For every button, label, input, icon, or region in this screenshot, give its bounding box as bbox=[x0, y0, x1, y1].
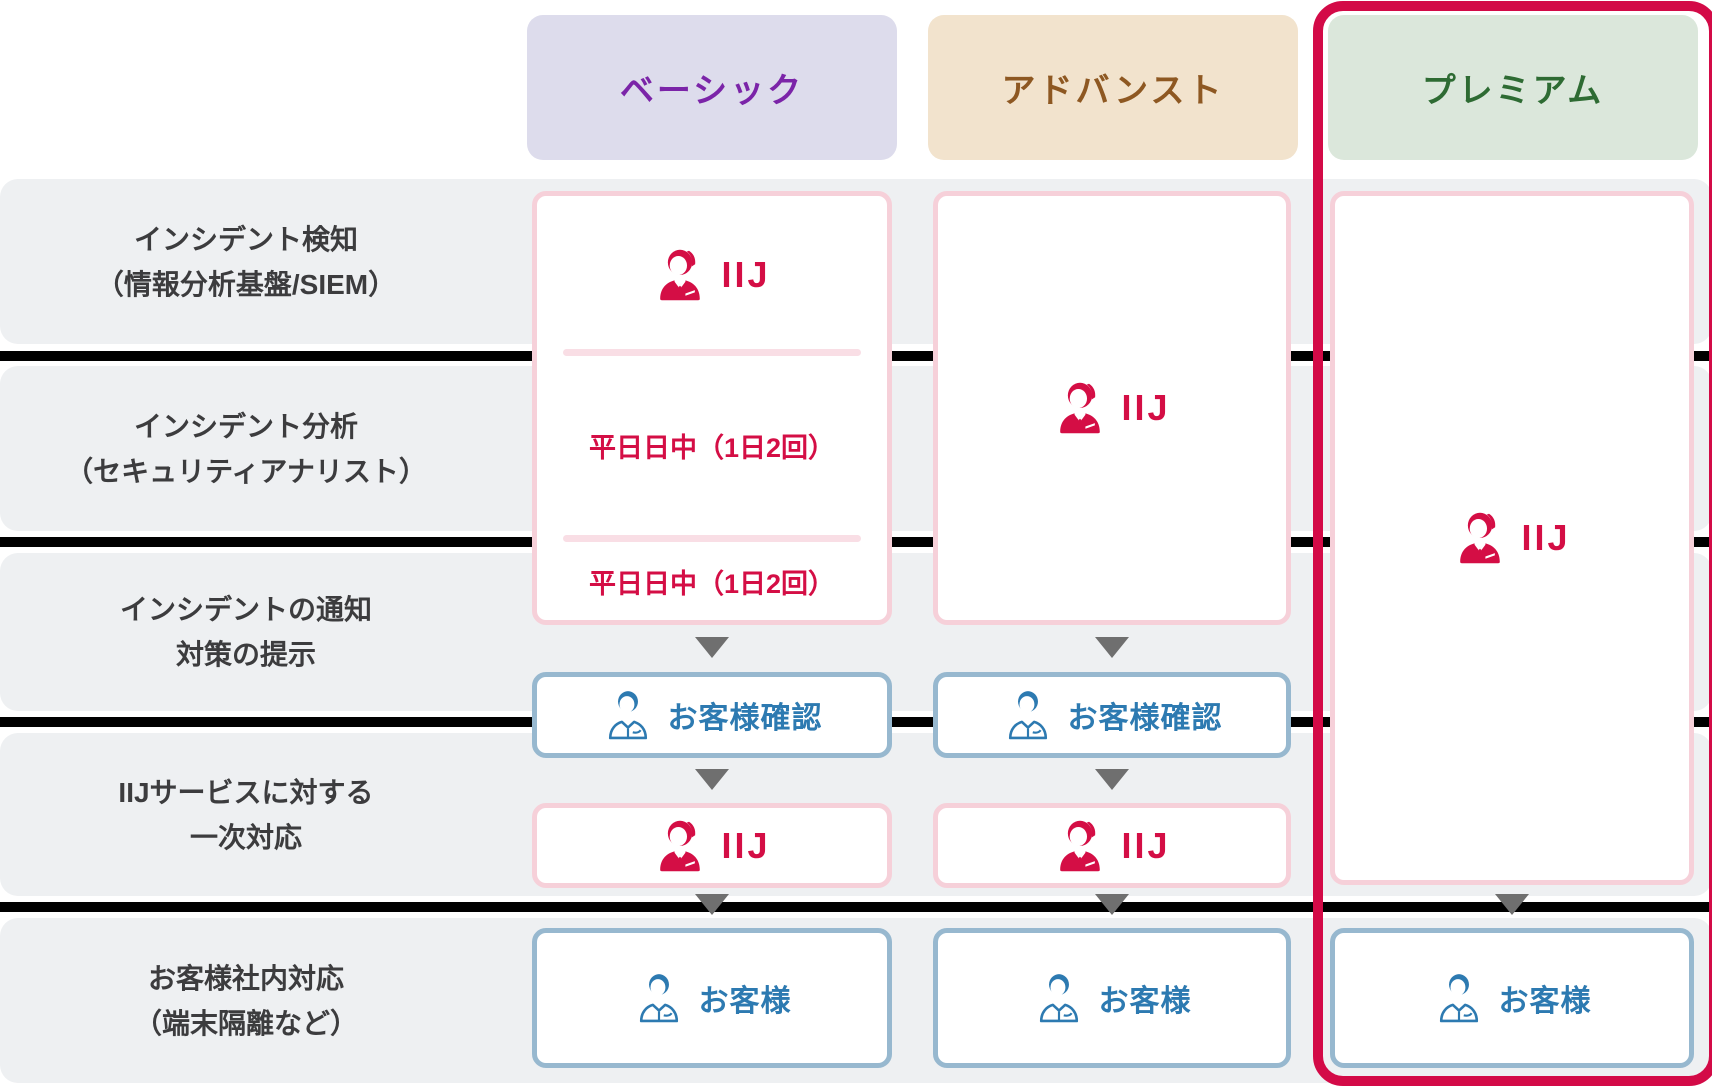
row-label-first-response: IIJサービスに対する 一次対応 bbox=[0, 733, 492, 896]
row-label-line: インシデント分析 bbox=[133, 410, 358, 442]
arrow-down-icon bbox=[1495, 894, 1529, 915]
customer-label: お客様 bbox=[1098, 985, 1192, 1018]
customer-person-icon bbox=[602, 689, 654, 741]
customer-person-icon bbox=[1433, 972, 1485, 1024]
actor-label: IIJ bbox=[721, 824, 771, 866]
plan-header-basic: ベーシック bbox=[527, 15, 897, 160]
customer-check-label: お客様確認 bbox=[1067, 702, 1223, 735]
plan-header-advanced: アドバンスト bbox=[928, 15, 1298, 160]
basic-main-cell: IIJ 平日日中（1日2回） 平日日中（1日2回） bbox=[532, 191, 892, 625]
basic-iij-response-cell: IIJ bbox=[532, 803, 892, 888]
iij-person-icon bbox=[653, 248, 707, 302]
advanced-customer-check-cell: お客様確認 bbox=[933, 672, 1291, 758]
premium-highlight-frame bbox=[1313, 1, 1712, 1086]
row-label-line: インシデントの通知 bbox=[119, 594, 372, 625]
plan-header-premium: プレミアム bbox=[1328, 15, 1698, 160]
row-label-line: （情報分析基盤/SIEM） bbox=[95, 268, 397, 300]
row-label-line: 一次対応 bbox=[189, 821, 302, 853]
premium-main-cell: IIJ bbox=[1330, 191, 1694, 885]
iij-person-icon bbox=[1053, 381, 1107, 435]
cell-divider bbox=[563, 349, 861, 356]
arrow-down-icon bbox=[695, 637, 729, 658]
actor-label: IIJ bbox=[1521, 517, 1571, 558]
cell-divider bbox=[563, 535, 861, 542]
advanced-customer-cell: お客様 bbox=[933, 928, 1291, 1068]
row-label-line: IIJサービスに対する bbox=[118, 776, 374, 808]
plan-header-advanced-label: アドバンスト bbox=[1001, 72, 1225, 110]
row-label-line: インシデント検知 bbox=[133, 223, 358, 255]
customer-person-icon bbox=[1002, 689, 1054, 741]
customer-person-icon bbox=[1033, 972, 1085, 1024]
arrow-down-icon bbox=[695, 769, 729, 790]
premium-customer-cell: お客様 bbox=[1330, 928, 1694, 1068]
row-label-line: 対策の提示 bbox=[175, 639, 316, 670]
actor-label: IIJ bbox=[1121, 824, 1171, 866]
row-label-line: お客様社内対応 bbox=[147, 962, 344, 994]
row-boundary-line bbox=[0, 902, 1712, 912]
actor-label: IIJ bbox=[721, 254, 771, 295]
arrow-down-icon bbox=[1095, 769, 1129, 790]
schedule-label: 平日日中（1日2回） bbox=[588, 432, 836, 463]
iij-person-icon bbox=[1053, 819, 1107, 873]
customer-label: お客様 bbox=[698, 985, 792, 1018]
arrow-down-icon bbox=[1095, 637, 1129, 658]
iij-person-icon bbox=[1453, 511, 1507, 565]
row-label-line: （端末隔離など） bbox=[133, 1007, 358, 1039]
iij-person-icon bbox=[653, 819, 707, 873]
arrow-down-icon bbox=[695, 894, 729, 915]
advanced-main-cell: IIJ bbox=[933, 191, 1291, 625]
customer-person-icon bbox=[633, 972, 685, 1024]
row-label-incident-notice: インシデントの通知 対策の提示 bbox=[0, 553, 492, 711]
basic-notice-schedule: 平日日中（1日2回） bbox=[537, 542, 887, 620]
customer-label: お客様 bbox=[1498, 985, 1592, 1018]
row-label-incident-detection: インシデント検知 （情報分析基盤/SIEM） bbox=[0, 179, 492, 344]
arrow-down-icon bbox=[1095, 894, 1129, 915]
customer-check-label: お客様確認 bbox=[667, 702, 823, 735]
schedule-label: 平日日中（1日2回） bbox=[588, 568, 836, 599]
row-label-customer-internal: お客様社内対応 （端末隔離など） bbox=[0, 918, 492, 1083]
advanced-iij-response-cell: IIJ bbox=[933, 803, 1291, 888]
plan-header-premium-label: プレミアム bbox=[1421, 72, 1605, 110]
actor-label: IIJ bbox=[1121, 387, 1171, 428]
basic-customer-check-cell: お客様確認 bbox=[532, 672, 892, 758]
basic-detection-actor: IIJ bbox=[537, 196, 887, 354]
row-label-incident-analysis: インシデント分析 （セキュリティアナリスト） bbox=[0, 366, 492, 531]
row-label-line: （セキュリティアナリスト） bbox=[65, 455, 427, 487]
basic-analysis-schedule: 平日日中（1日2回） bbox=[537, 356, 887, 534]
plan-header-basic-label: ベーシック bbox=[619, 72, 805, 110]
basic-customer-cell: お客様 bbox=[532, 928, 892, 1068]
